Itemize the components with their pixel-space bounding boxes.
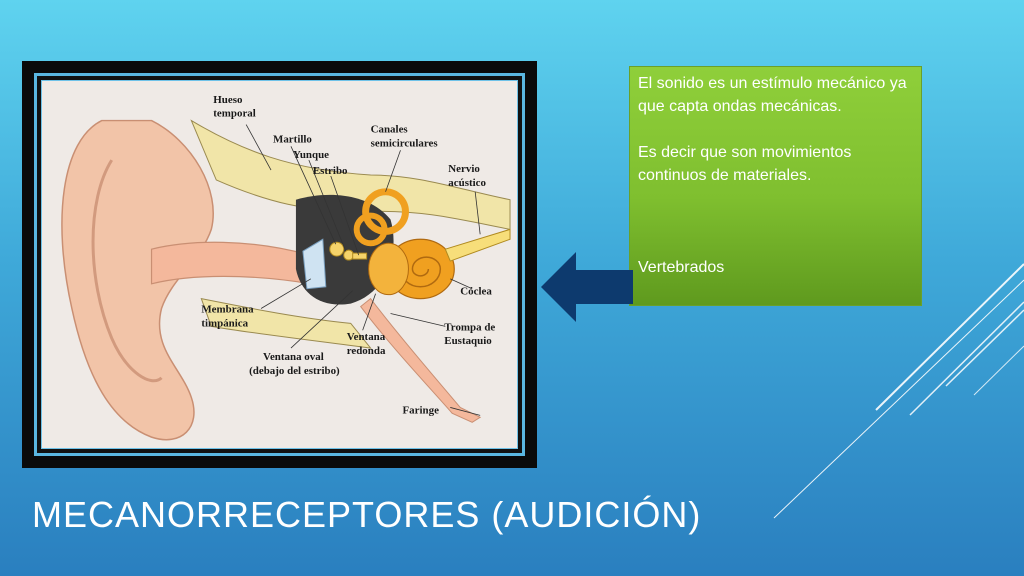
label-membrana: Membrana	[201, 304, 254, 316]
label-nervio: Nervio	[448, 163, 480, 175]
info-text-box: El sonido es un estímulo mecánico ya que…	[629, 66, 922, 306]
label-coclea: Cóclea	[460, 286, 492, 298]
decorative-lines	[773, 263, 1024, 519]
label-membrana-2: timpánica	[201, 317, 248, 329]
label-ventana-oval-2: (debajo del estribo)	[249, 365, 340, 377]
label-canales-2: semicirculares	[371, 137, 438, 149]
label-ventana-redonda: Ventana	[347, 331, 386, 343]
label-canales: Canales	[371, 123, 408, 135]
label-yunque: Yunque	[293, 149, 329, 161]
left-arrow-icon	[541, 252, 633, 322]
info-paragraph-2: Es decir que son movimientos continuos d…	[638, 144, 852, 184]
label-ventana-redonda-2: redonda	[347, 345, 386, 357]
label-martillo: Martillo	[273, 133, 312, 145]
label-hueso-temporal-2: temporal	[213, 108, 256, 120]
info-paragraph-1: El sonido es un estímulo mecánico ya que…	[638, 75, 907, 115]
label-hueso-temporal: Hueso	[213, 94, 243, 106]
label-ventana-oval: Ventana oval	[263, 351, 324, 363]
image-frame: Hueso temporal Martillo Yunque Estribo C…	[22, 61, 537, 468]
slide-title: MECANORRECEPTORES (AUDICIÓN)	[32, 494, 702, 535]
label-trompa-2: Eustaquio	[444, 335, 492, 347]
label-trompa: Trompa de	[444, 321, 495, 333]
info-paragraph-3: Vertebrados	[638, 259, 725, 276]
ear-anatomy-diagram: Hueso temporal Martillo Yunque Estribo C…	[61, 94, 511, 441]
label-nervio-2: acústico	[448, 177, 486, 189]
label-faringe: Faringe	[402, 404, 439, 416]
label-estribo: Estribo	[313, 165, 348, 177]
ear-diagram-image: Hueso temporal Martillo Yunque Estribo C…	[41, 80, 518, 449]
image-frame-border: Hueso temporal Martillo Yunque Estribo C…	[34, 73, 525, 456]
